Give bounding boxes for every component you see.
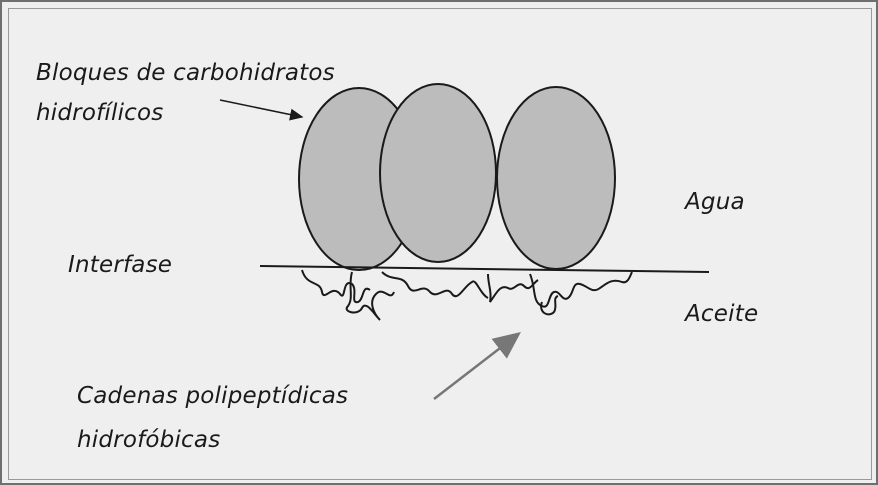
carbohydrate-block-3 bbox=[497, 87, 615, 269]
interface-label: Interfase bbox=[68, 249, 172, 281]
carbohydrate-block-2 bbox=[380, 84, 496, 262]
water-label: Agua bbox=[685, 186, 745, 218]
oil-label: Aceite bbox=[685, 298, 758, 330]
carbohydrate-label-line2: hidrofílicos bbox=[36, 97, 163, 129]
polypeptide-chain-5 bbox=[530, 272, 632, 307]
polypeptide-arrow bbox=[434, 335, 517, 399]
carbohydrate-arrow bbox=[220, 100, 302, 117]
polypeptide-chain-1 bbox=[302, 270, 370, 302]
polypeptide-chain-3 bbox=[382, 272, 488, 298]
polypeptide-label-line2: hidrofóbicas bbox=[77, 424, 220, 456]
interface-line bbox=[260, 266, 709, 272]
carbohydrate-label-line1: Bloques de carbohidratos bbox=[36, 57, 335, 89]
polypeptide-label-line1: Cadenas polipeptídicas bbox=[77, 380, 348, 412]
